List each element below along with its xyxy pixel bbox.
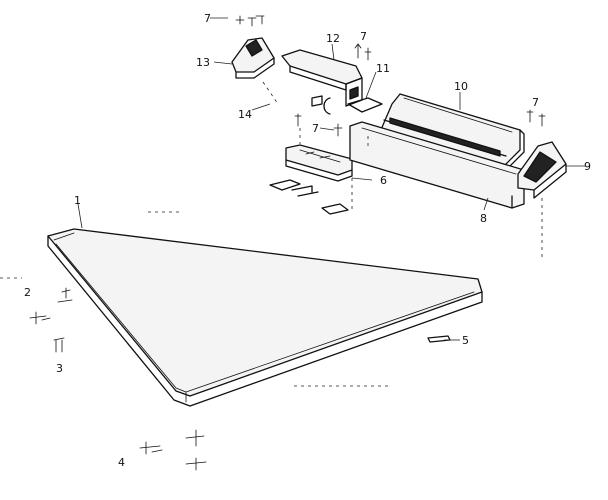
hinge-plate xyxy=(269,179,349,215)
part-10-long-rail xyxy=(377,93,525,177)
callout-labels: 1 2 3 4 5 6 7 7 7 7 8 9 10 11 12 13 14 xyxy=(24,12,591,469)
callout-7-upper: 7 xyxy=(360,30,367,43)
callout-8: 8 xyxy=(480,212,487,225)
callout-12: 12 xyxy=(326,32,340,45)
part-8-base-strip xyxy=(349,121,525,209)
screws-hardware xyxy=(29,15,546,471)
callout-7-right: 7 xyxy=(532,96,539,109)
callout-10: 10 xyxy=(454,80,468,93)
alignment-lines xyxy=(0,81,543,387)
part-12-upper-block xyxy=(281,49,363,107)
callout-11: 11 xyxy=(376,62,390,75)
callout-7-top: 7 xyxy=(204,12,211,25)
callout-9: 9 xyxy=(584,160,591,173)
callout-6: 6 xyxy=(380,174,387,187)
callout-4: 4 xyxy=(118,456,125,469)
callout-3: 3 xyxy=(56,362,63,375)
callout-14: 14 xyxy=(238,108,252,121)
leader-lines xyxy=(77,17,586,341)
callout-7-mid: 7 xyxy=(312,122,319,135)
callout-5: 5 xyxy=(462,334,469,347)
part-6-bracket xyxy=(285,144,353,182)
part-9-end-cap xyxy=(517,141,567,199)
callout-2: 2 xyxy=(24,286,31,299)
callout-1: 1 xyxy=(74,194,81,207)
part-1-lid-panel xyxy=(47,228,483,407)
part-13-hinge-bracket xyxy=(231,37,275,79)
part-11-clip xyxy=(311,95,383,115)
callout-13: 13 xyxy=(196,56,210,69)
